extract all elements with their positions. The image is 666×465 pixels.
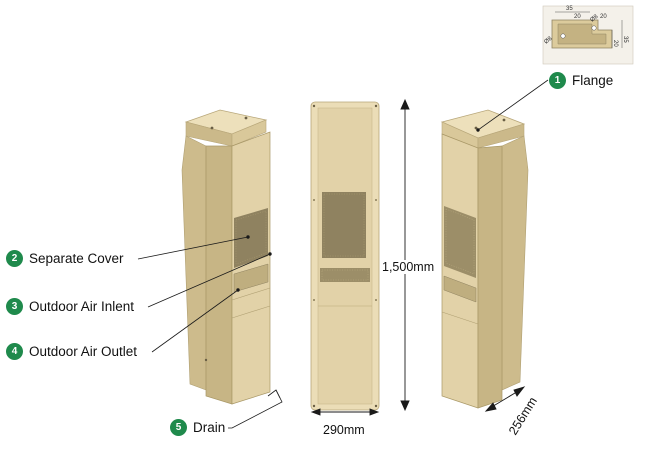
flange-dim-20-side: 20 (612, 40, 618, 47)
leader-separate-cover (137, 236, 249, 260)
flange-dim-35-side: 35 (622, 36, 628, 43)
callout-drain: 5 Drain (170, 419, 225, 436)
leader-air-outlet (151, 289, 239, 353)
flange-dim-20-top: 20 (574, 14, 581, 20)
width-dimension-label: 290mm (323, 423, 365, 437)
height-dimension-label: 1,500mm (382, 260, 435, 274)
callout-separate-cover: 2 Separate Cover (6, 250, 124, 267)
unit-left-view (181, 109, 271, 405)
callout-label: Flange (572, 73, 614, 88)
callout-label: Outdoor Air Outlet (29, 344, 138, 359)
callout-badge: 3 (6, 298, 23, 315)
flange-dim-35-top: 35 (566, 6, 573, 12)
flange-hole-label-2: Ø8 (589, 13, 599, 23)
flange-dim-20-mid: 20 (600, 14, 607, 20)
leader-flange (477, 79, 549, 131)
callout-label: Drain (193, 420, 226, 435)
unit-right-view (440, 109, 529, 409)
leader-air-inlent (147, 253, 271, 308)
callout-label: Outdoor Air Inlent (29, 299, 135, 314)
callout-badge: 1 (549, 72, 566, 89)
callout-badge: 2 (6, 250, 23, 267)
unit-front-view (310, 101, 380, 411)
callout-badge: 5 (170, 419, 187, 436)
dimension-arrows (310, 98, 526, 416)
callout-outdoor-air-inlent: 3 Outdoor Air Inlent (6, 298, 134, 315)
leader-lines (137, 79, 549, 429)
callout-outdoor-air-outlet: 4 Outdoor Air Outlet (6, 343, 137, 360)
flange-detail: 35 20 35 20 20 Ø8 Ø8 (542, 5, 634, 65)
callout-badge: 4 (6, 343, 23, 360)
flange-hole-label-1: Ø8 (543, 35, 553, 45)
callout-label: Separate Cover (29, 251, 124, 266)
callout-flange: 1 Flange (549, 72, 613, 89)
